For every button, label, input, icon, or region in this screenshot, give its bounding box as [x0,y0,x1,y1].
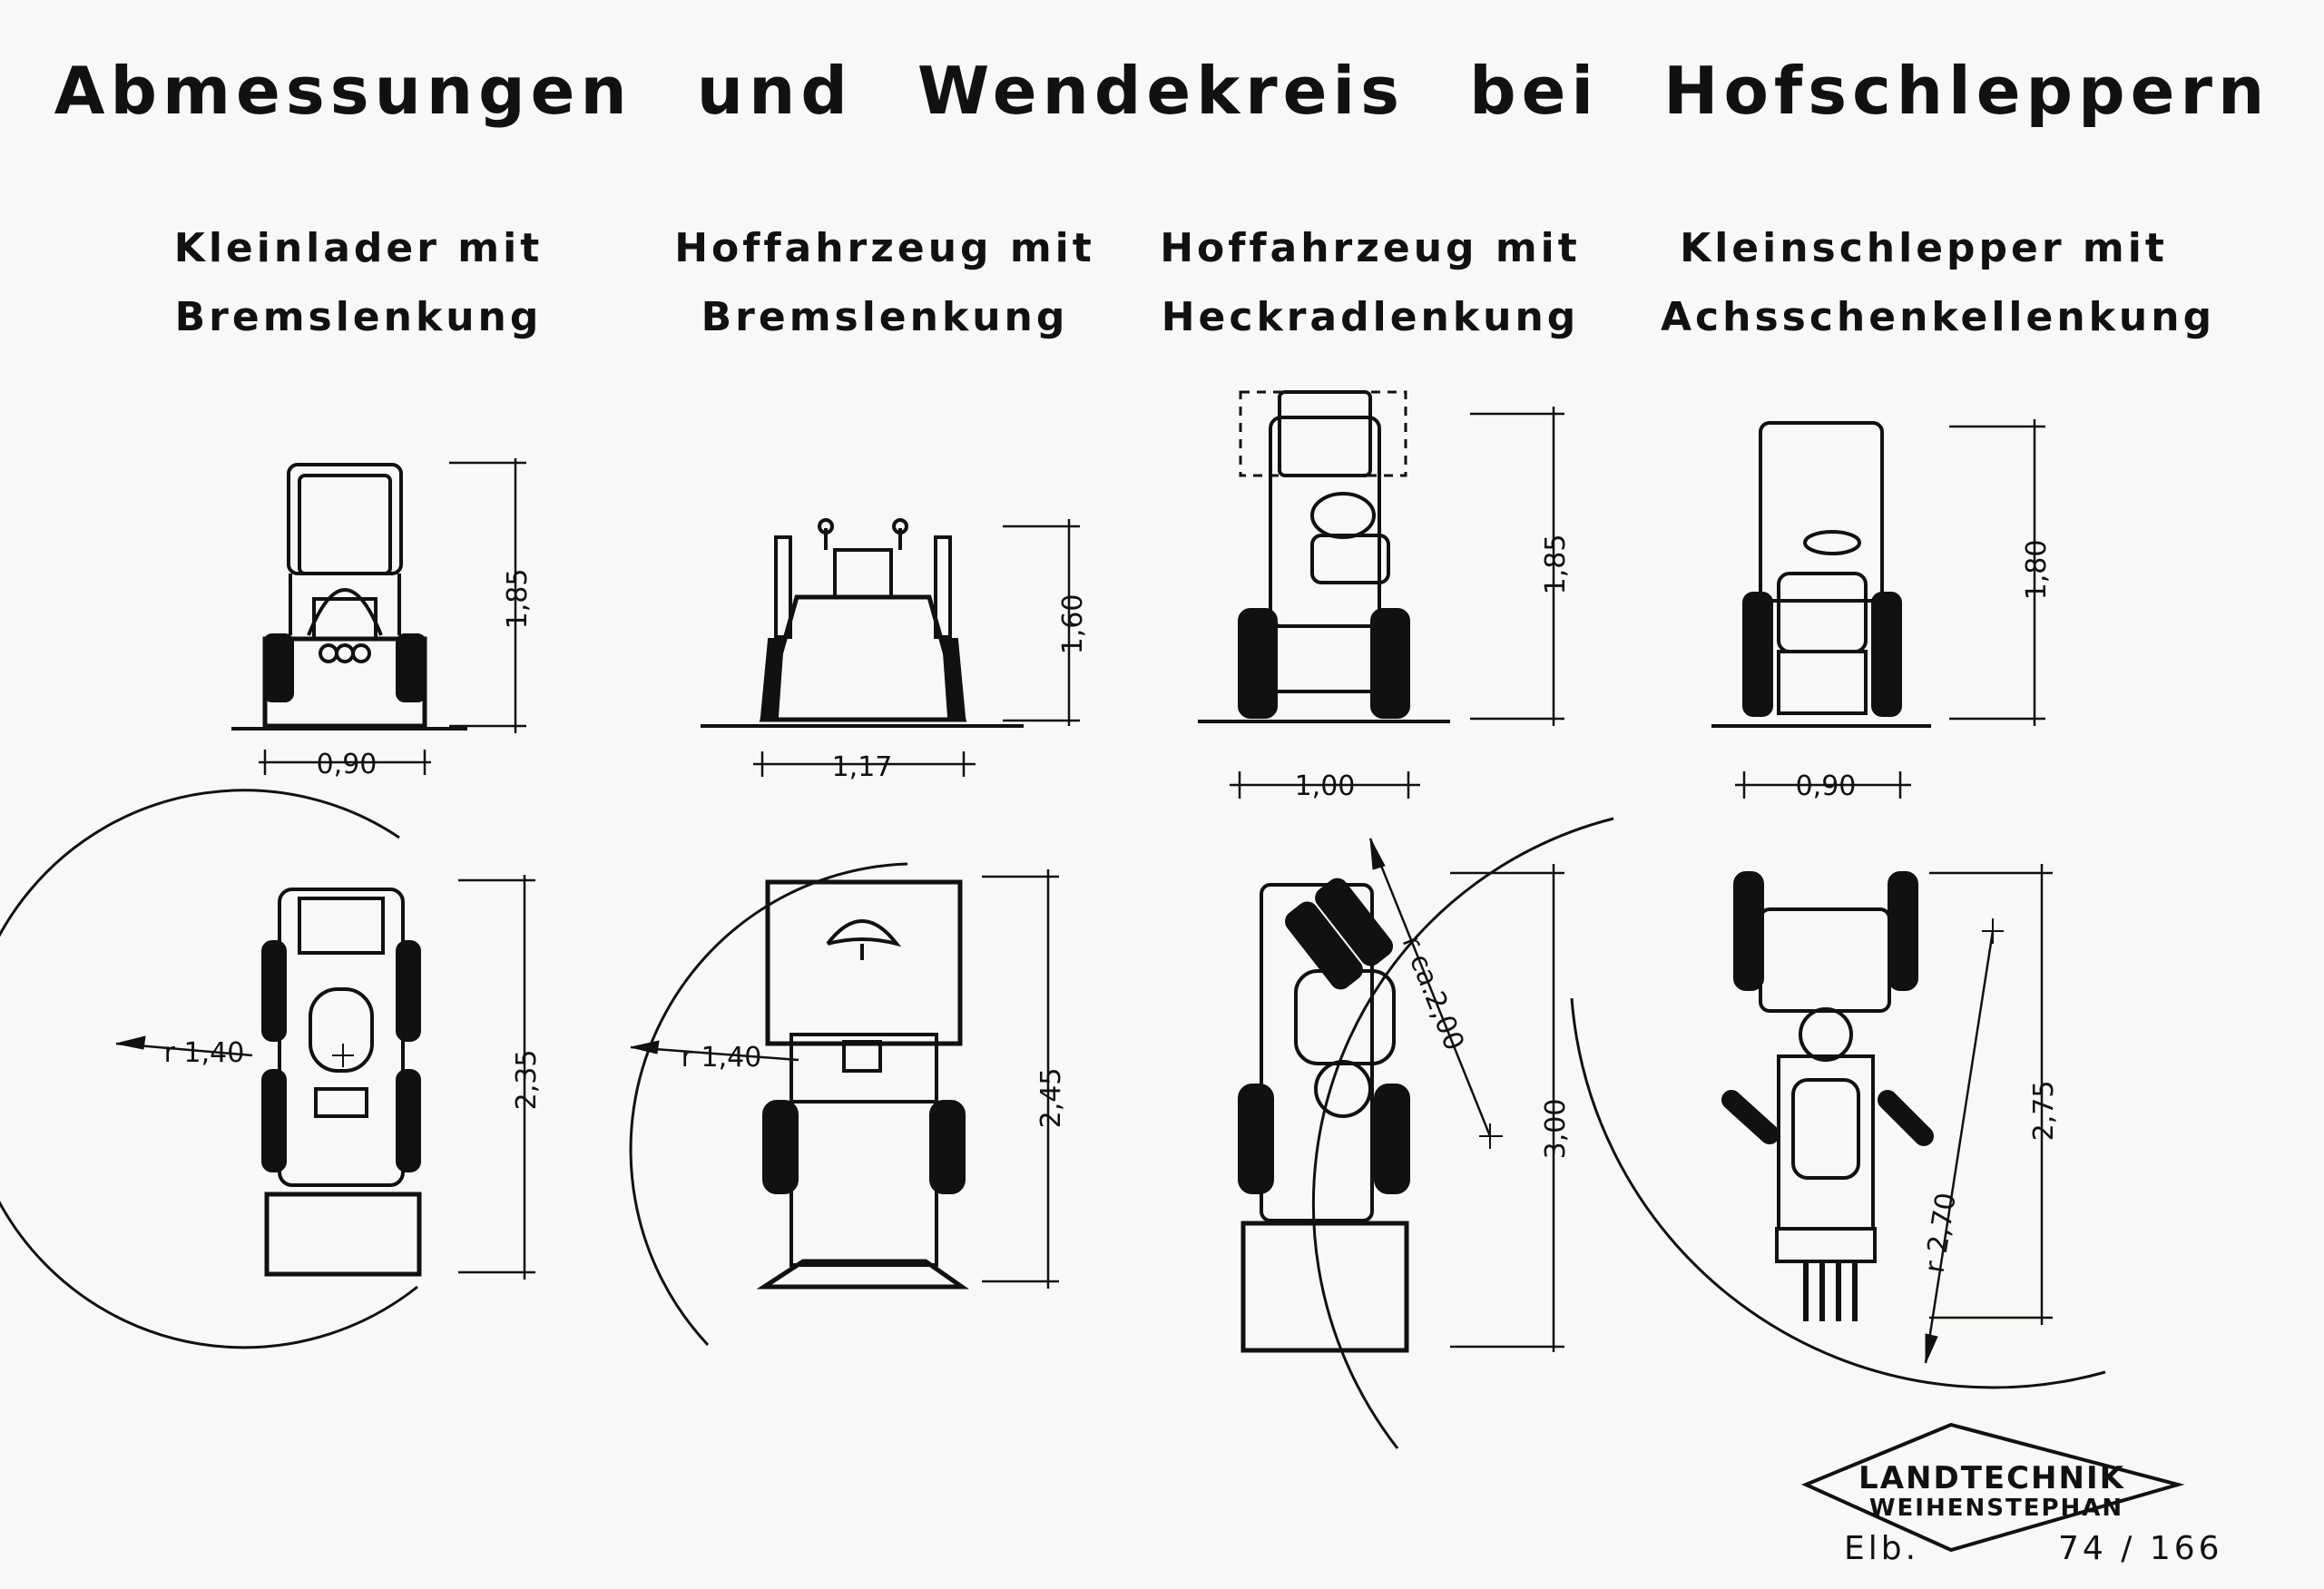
diagram-title: Abmessungen und Wendekreis bei Hofschlep… [54,53,2270,129]
kleinschlepper-front-view [1711,421,1931,728]
kleinschlepper-length-dimension [1929,864,2053,1325]
kleinlader-length-dimension [458,875,535,1280]
kleinschlepper-width-label: 0,90 [1796,770,1857,802]
column-2-heading-line2: Bremslenkung [701,294,1069,340]
kleinlader-top-view [0,789,422,1349]
hoffahrzeug-2-top-view [1238,817,1614,1449]
kleinschlepper-height-dimension [1949,419,2045,726]
landtechnik-logo [1800,1422,2185,1553]
column-1-heading-line1: Kleinlader mit [173,225,544,271]
column-4-heading-line2: Achsschenkellenkung [1661,294,2216,340]
hoffahrzeug-2-height-label: 1,85 [1540,535,1572,595]
kleinlader-width-dimension [259,750,431,775]
column-1-heading-line2: Bremslenkung [174,294,543,340]
hoffahrzeug-2-width-dimension [1230,771,1420,799]
kleinschlepper-width-dimension [1735,771,1911,799]
kleinlader-length-label: 2,35 [511,1050,543,1111]
logo-line1: LANDTECHNIK [1858,1460,2125,1496]
hoffahrzeug-2-length-dimension [1450,864,1564,1352]
hoffahrzeug-1-width-label: 1,17 [832,751,893,783]
hoffahrzeug-2-front-view [1198,390,1450,723]
column-3-heading-line1: Hoffahrzeug mit [1160,225,1581,271]
hoffahrzeug-1-front-view [701,518,1024,728]
hoffahrzeug-2-height-dimension [1470,407,1564,726]
column-3-heading: Hoffahrzeug mit Heckradlenkung [1152,214,1588,352]
logo-line2: WEIHENSTEPHAN [1869,1495,2123,1522]
column-3-heading-line2: Heckradlenkung [1161,294,1580,340]
kleinlader-height-dimension [449,458,526,733]
column-2-heading-line1: Hoffahrzeug mit [674,225,1095,271]
hoffahrzeug-1-height-dimension [1003,519,1080,726]
footer-author: Elb. [1844,1530,1920,1567]
hoffahrzeug-1-radius-label: r 1,40 [682,1042,762,1074]
kleinlader-front-view [231,463,467,731]
hoffahrzeug-1-width-dimension [753,751,976,777]
column-1-heading: Kleinlader mit Bremslenkung [145,214,572,352]
column-4-heading-line1: Kleinschlepper mit [1680,225,2168,271]
footer-number: 74 / 166 [2058,1530,2223,1567]
kleinschlepper-radius-label: r 2,70 [1918,1191,1962,1275]
hoffahrzeug-1-height-label: 1,60 [1057,594,1089,655]
kleinschlepper-top-view [1570,871,2106,1389]
column-2-heading: Hoffahrzeug mit Bremslenkung [672,214,1098,352]
hoffahrzeug-1-length-label: 2,45 [1035,1068,1067,1129]
kleinlader-width-label: 0,90 [317,749,378,780]
hoffahrzeug-1-top-view [629,862,969,1347]
kleinschlepper-length-label: 2,75 [2028,1081,2060,1142]
hoffahrzeug-2-width-label: 1,00 [1295,770,1356,802]
column-4-heading: Kleinschlepper mit Achsschenkellenkung [1661,214,2216,352]
hoffahrzeug-1-length-dimension [982,869,1059,1289]
kleinschlepper-height-label: 1,80 [2021,540,2053,601]
hoffahrzeug-2-radius-label: r ca.2,00 [1396,931,1470,1055]
kleinlader-height-label: 1,85 [502,569,534,630]
kleinlader-radius-label: r 1,40 [164,1037,245,1069]
hoffahrzeug-2-length-label: 3,00 [1540,1099,1572,1160]
